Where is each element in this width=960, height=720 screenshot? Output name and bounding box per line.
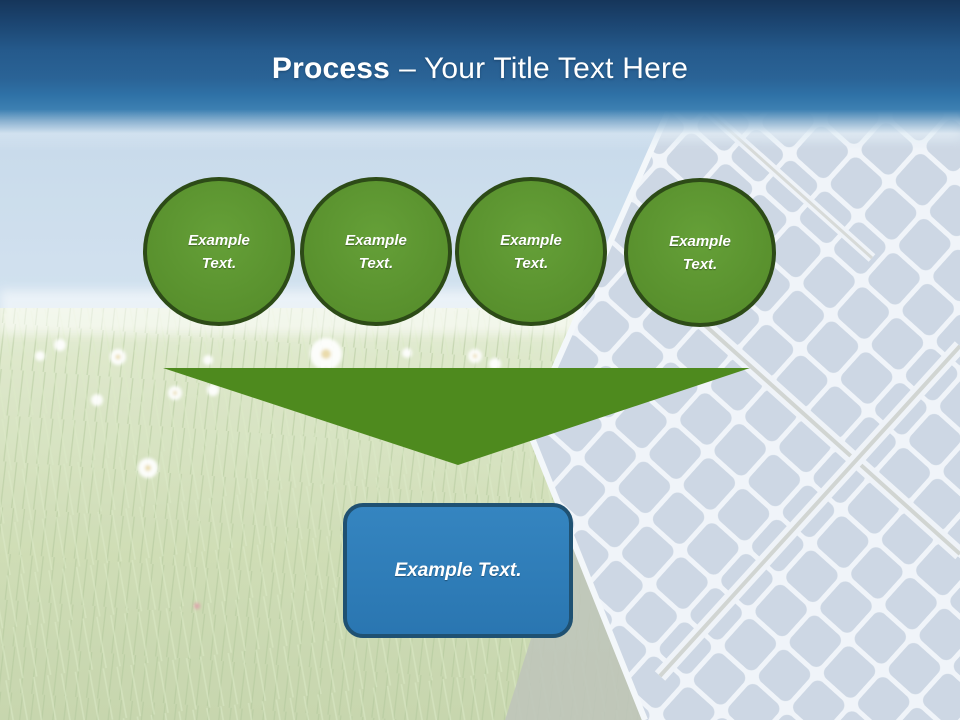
process-step-2: Example Text. bbox=[300, 177, 452, 326]
step-label-4-line1: Example bbox=[669, 232, 731, 250]
step-label-2-line2: Text. bbox=[358, 254, 394, 272]
title-keyword: Process bbox=[271, 52, 391, 85]
step-label-4-line2: Text. bbox=[682, 255, 718, 273]
daisies bbox=[35, 338, 501, 610]
step-label-4: Example Text. bbox=[669, 230, 731, 276]
process-step-3: Example Text. bbox=[455, 177, 607, 326]
step-label-1-line2: Text. bbox=[201, 254, 237, 272]
title-text: – Your Title Text Here bbox=[399, 52, 689, 85]
step-label-3-line1: Example bbox=[500, 231, 562, 249]
step-label-3: Example Text. bbox=[500, 229, 562, 275]
slide-title: Process– Your Title Text Here bbox=[0, 52, 960, 86]
funnel-arrow bbox=[163, 368, 750, 465]
callout-box: Example Text. bbox=[343, 503, 573, 638]
step-label-3-line2: Text. bbox=[513, 254, 549, 272]
callout-label: Example Text. bbox=[394, 559, 522, 581]
step-label-2-line1: Example bbox=[345, 231, 407, 249]
process-step-4: Example Text. bbox=[624, 178, 776, 327]
step-label-1-line1: Example bbox=[188, 231, 250, 249]
process-step-1: Example Text. bbox=[143, 177, 295, 326]
title-bar: Process– Your Title Text Here bbox=[0, 0, 960, 150]
step-label-2: Example Text. bbox=[345, 229, 407, 275]
step-label-1: Example Text. bbox=[188, 229, 250, 275]
